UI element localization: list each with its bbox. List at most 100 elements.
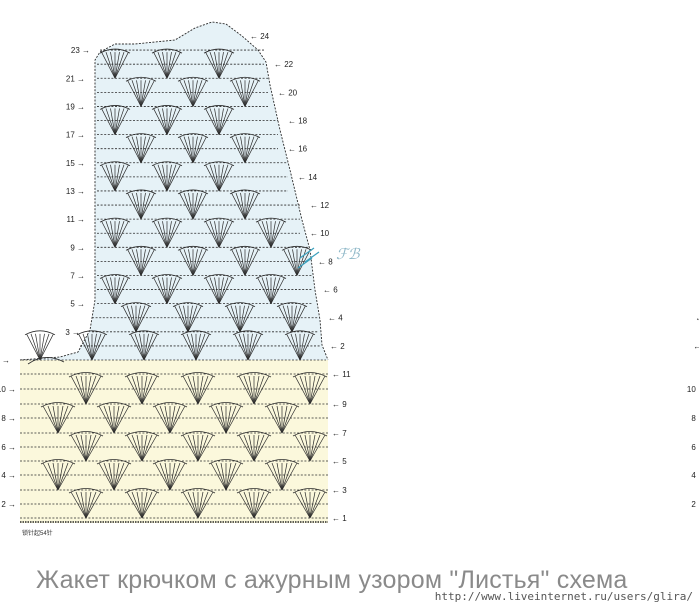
stitch-stroke [218, 164, 229, 192]
chain-arc [203, 48, 235, 54]
stitch-stroke [197, 434, 204, 462]
stitch-stroke [253, 491, 265, 519]
stitch-stroke [85, 434, 102, 462]
stitch-stroke [235, 249, 246, 276]
stitch-stroke [157, 164, 168, 192]
leaf-motif [96, 402, 132, 434]
row-number-label: 8 → [691, 414, 699, 423]
row-number-label: ← 14 [298, 173, 318, 182]
stitch-stroke [75, 434, 87, 462]
stitch-stroke [105, 108, 116, 135]
stitch-stroke [257, 220, 272, 248]
stitch-stroke [270, 277, 276, 304]
stitch-stroke [304, 375, 311, 405]
stitch-stroke [218, 108, 229, 135]
stitch-stroke [266, 405, 283, 434]
chain-arc [151, 274, 183, 279]
stitch-stroke [192, 136, 203, 163]
stitch-stroke [205, 220, 220, 248]
left-front-chart: 1 →3 →5 →7 →9 →11 →13 →15 →17 →19 →21 →2… [0, 21, 351, 537]
row-number-label: ← 7 [332, 429, 347, 438]
stitch-stroke [162, 164, 168, 192]
leaf-motif [124, 431, 160, 462]
stitch-stroke [91, 333, 97, 361]
leaf-motif [264, 402, 300, 434]
stitch-stroke [299, 491, 311, 519]
leaf-motif [99, 274, 131, 304]
stitch-stroke [304, 491, 311, 519]
stitch-stroke [114, 221, 125, 248]
chain-arc [281, 245, 313, 251]
stitch-stroke [281, 462, 293, 491]
chain-arc [292, 372, 328, 378]
stitch-stroke [105, 277, 116, 304]
stitch-stroke [131, 305, 137, 332]
leaf-motif [177, 245, 209, 276]
stitch-stroke [141, 375, 148, 405]
right-front-chart: 1 →3 →5 →7 →9 →11 →13 →15 →17 →19 →21 →2… [687, 314, 699, 509]
stitch-stroke [243, 375, 255, 405]
stitch-stroke [192, 375, 199, 405]
stitch-stroke [309, 375, 321, 405]
stitch-stroke [110, 277, 116, 304]
stitch-stroke [276, 462, 283, 491]
row-number-label: 3 → [65, 328, 80, 337]
leaf-motif [224, 302, 256, 332]
row-number-label: ← 1 [332, 514, 347, 523]
stitch-stroke [157, 221, 168, 248]
stitch-stroke [244, 136, 259, 163]
stitch-stroke [218, 277, 233, 304]
stitch-stroke [105, 51, 116, 79]
stitch-stroke [105, 164, 116, 192]
stitch-stroke [238, 491, 255, 519]
stitch-stroke [220, 462, 227, 491]
stitch-stroke [169, 462, 186, 491]
row-number-label: 1 → [0, 356, 10, 365]
stitch-stroke [153, 164, 168, 192]
stitch-stroke [110, 108, 116, 135]
stitch-stroke [188, 192, 194, 220]
stitch-stroke [294, 491, 311, 519]
stitch-stroke [192, 80, 198, 107]
leaf-motif [180, 372, 216, 405]
stitch-stroke [187, 375, 199, 405]
stitch-stroke [169, 462, 181, 491]
stitch-stroke [113, 405, 120, 434]
stitch-stroke [218, 108, 233, 135]
stitch-stroke [162, 108, 168, 135]
leaf-motif [292, 488, 328, 519]
stitch-stroke [57, 405, 74, 434]
leaf-motif [255, 217, 287, 248]
stitch-stroke [244, 80, 250, 107]
stitch-stroke [136, 434, 143, 462]
stitch-stroke [226, 305, 241, 332]
stitch-stroke [218, 277, 224, 304]
chart-caption: Жакет крючком с ажурным узором "Листья" … [36, 566, 628, 594]
leaf-motif [203, 48, 235, 79]
stitch-stroke [214, 221, 220, 248]
stitch-stroke [271, 462, 283, 491]
stitch-stroke [248, 434, 255, 462]
stitch-stroke [78, 333, 93, 361]
stitch-stroke [85, 434, 97, 462]
stitch-stroke [244, 192, 255, 220]
stitch-stroke [70, 434, 87, 462]
stitch-stroke [166, 221, 172, 248]
stitch-stroke [110, 164, 116, 192]
stitch-stroke [261, 277, 272, 304]
stitch-stroke [243, 491, 255, 519]
chain-arc [177, 245, 209, 251]
stitch-stroke [243, 434, 255, 462]
row-number-label: ← 3 [332, 486, 347, 495]
stitch-stroke [214, 277, 220, 304]
stitch-stroke [187, 305, 202, 332]
chain-arc [208, 459, 244, 465]
stitch-stroke [183, 136, 194, 163]
stitch-stroke [164, 405, 171, 434]
stitch-stroke [166, 220, 181, 248]
stitch-stroke [183, 192, 194, 220]
stitch-stroke [166, 277, 181, 304]
stitch-stroke [166, 51, 181, 79]
chain-arc [68, 372, 104, 378]
stitch-stroke [304, 434, 311, 462]
